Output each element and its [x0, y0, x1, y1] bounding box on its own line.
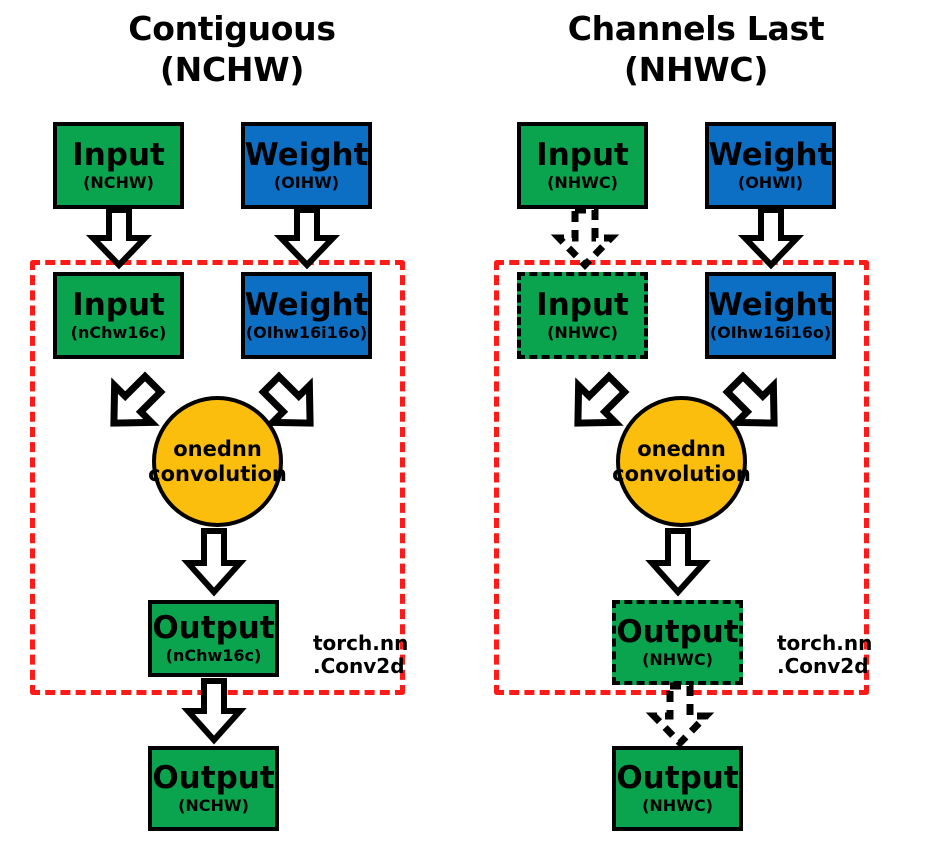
arrow-op-to-output-channels-last	[645, 528, 711, 597]
region-label-line1: torch.nn	[777, 631, 873, 655]
op-label-line2: convolution	[148, 461, 287, 486]
arrow-inner-weight-to-op-contiguous	[258, 371, 323, 436]
node-sublabel: (NHWC)	[547, 322, 618, 342]
node-label: Weight	[708, 286, 833, 323]
panel-title-channels-last: Channels Last (NHWC)	[464, 8, 928, 90]
node-sublabel: (NHWC)	[642, 795, 713, 815]
node-label: Weight	[708, 136, 833, 173]
arrow-input-to-inner-contiguous	[85, 207, 153, 270]
node-sublabel: (NHWC)	[642, 649, 713, 669]
panel-title-contiguous: Contiguous (NCHW)	[0, 8, 464, 90]
node-label: Input	[536, 286, 629, 323]
node-inner-input-contiguous[interactable]: Input (nChw16c)	[53, 272, 184, 359]
node-label: Input	[536, 136, 629, 173]
node-label: Weight	[244, 286, 369, 323]
arrow-inner-input-to-op-contiguous	[101, 371, 166, 436]
region-label-line2: .Conv2d	[777, 654, 869, 678]
arrow-weight-to-inner-channels-last	[737, 207, 805, 270]
node-label: Output	[152, 609, 275, 646]
node-sublabel: (NCHW)	[83, 172, 154, 192]
arrow-output-to-bottom-contiguous	[181, 678, 247, 745]
node-label: Output	[152, 759, 275, 796]
panel-title-line1: Channels Last	[567, 9, 825, 48]
node-inner-weight-channels-last[interactable]: Weight (OIhw16i16o)	[705, 272, 836, 359]
node-label: Input	[72, 136, 165, 173]
region-label-line2: .Conv2d	[313, 654, 405, 678]
node-op-onednn-convolution-contiguous[interactable]: onednn convolution	[148, 396, 287, 527]
node-label: Output	[616, 613, 739, 650]
node-sublabel: (OIhw16i16o)	[709, 322, 832, 342]
arrow-input-to-inner-channels-last	[550, 206, 620, 271]
panel-title-line2: (NHWC)	[623, 50, 769, 89]
panel-channels-last: Channels Last (NHWC) torch.nn .Conv2d In…	[464, 0, 928, 859]
node-inner-input-channels-last[interactable]: Input (NHWC)	[517, 272, 648, 359]
node-sublabel: (OHWI)	[737, 172, 804, 192]
region-label-channels-last: torch.nn .Conv2d	[777, 632, 872, 678]
panel-contiguous: Contiguous (NCHW) torch.nn .Conv2d Input…	[0, 8, 464, 831]
node-inner-weight-contiguous[interactable]: Weight (OIhw16i16o)	[241, 272, 372, 359]
node-sublabel: (NCHW)	[178, 795, 249, 815]
node-bottom-output-contiguous[interactable]: Output (NCHW)	[148, 746, 279, 831]
node-op-onednn-convolution-channels-last[interactable]: onednn convolution	[612, 396, 751, 527]
arrow-inner-input-to-op-channels-last	[565, 371, 630, 436]
node-sublabel: (OIhw16i16o)	[245, 322, 368, 342]
node-top-input-channels-last[interactable]: Input (NHWC)	[517, 122, 648, 209]
node-top-input-contiguous[interactable]: Input (NCHW)	[53, 122, 184, 209]
panel-title-line2: (NCHW)	[159, 50, 305, 89]
node-sublabel: (NHWC)	[547, 172, 618, 192]
node-inner-output-channels-last[interactable]: Output (NHWC)	[612, 600, 743, 685]
arrow-output-to-bottom-channels-last	[645, 682, 715, 749]
panel-title-line1: Contiguous	[128, 9, 336, 48]
arrow-inner-weight-to-op-channels-last	[722, 371, 787, 436]
node-bottom-output-channels-last[interactable]: Output (NHWC)	[612, 746, 743, 831]
node-sublabel: (nChw16c)	[70, 322, 167, 342]
op-label-line1: onednn	[637, 436, 726, 461]
region-label-contiguous: torch.nn .Conv2d	[313, 632, 408, 678]
node-label: Output	[616, 759, 739, 796]
node-inner-output-contiguous[interactable]: Output (nChw16c)	[148, 600, 279, 677]
node-label: Weight	[244, 136, 369, 173]
node-top-weight-contiguous[interactable]: Weight (OIHW)	[241, 122, 372, 209]
node-label: Input	[72, 286, 165, 323]
node-sublabel: (OIHW)	[273, 172, 340, 192]
region-label-line1: torch.nn	[313, 631, 409, 655]
arrow-op-to-output-contiguous	[181, 528, 247, 597]
op-label-line2: convolution	[612, 461, 751, 486]
arrow-weight-to-inner-contiguous	[273, 207, 341, 270]
node-sublabel: (nChw16c)	[165, 645, 262, 665]
op-label-line1: onednn	[173, 436, 262, 461]
node-top-weight-channels-last[interactable]: Weight (OHWI)	[705, 122, 836, 209]
